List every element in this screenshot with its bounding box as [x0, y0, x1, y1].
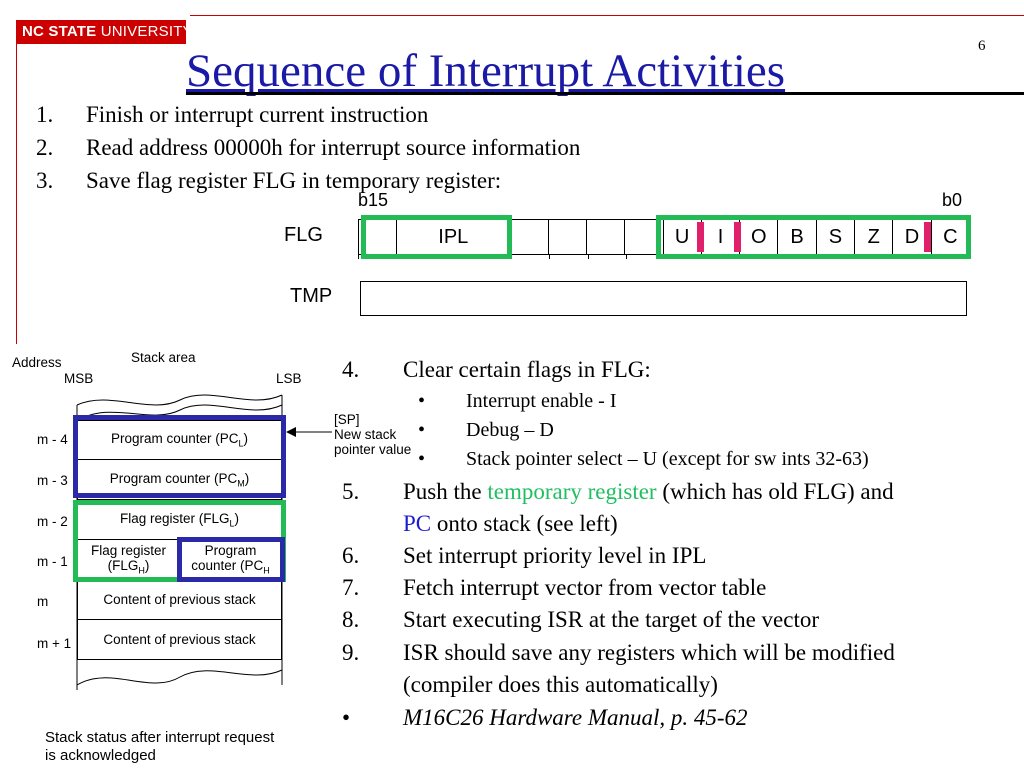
bullet-stack-pointer: •Stack pointer select – U (except for sw…: [418, 448, 869, 470]
stack-row-prev-2: Content of previous stack: [77, 620, 282, 660]
tmp-register: [360, 281, 967, 316]
pc-stack-highlight: [73, 415, 286, 498]
sp-arrow-icon: [286, 427, 332, 437]
university-logo: NC STATE UNIVERSITY: [16, 20, 193, 44]
flg-bit-15: [359, 220, 398, 254]
pch-stack-highlight: [177, 537, 285, 582]
left-rule: [16, 44, 17, 344]
flag-o: O: [740, 220, 779, 254]
flg-bit-10: [549, 220, 587, 254]
flg-bit-11: [510, 220, 549, 254]
u-marker: [697, 222, 704, 252]
flg-bit-8: [625, 220, 664, 254]
step-7: 7.Fetch interrupt vector from vector tab…: [342, 575, 767, 600]
tmp-label: TMP: [290, 285, 333, 307]
step-5: 5.Push the temporary register (which has…: [342, 479, 894, 504]
lsb-label: LSB: [276, 371, 302, 386]
manual-reference: •M16C26 Hardware Manual, p. 45-62: [342, 705, 748, 730]
addr-m-2: m - 2: [37, 514, 68, 529]
step-8: 8.Start executing ISR at the target of t…: [342, 607, 819, 632]
address-header: Address: [12, 355, 62, 370]
step-3: 3.Save flag register FLG in temporary re…: [36, 168, 502, 193]
flag-z: Z: [855, 220, 894, 254]
d-marker: [924, 222, 931, 252]
step-2: 2.Read address 00000h for interrupt sour…: [36, 135, 581, 160]
flag-d: D: [893, 220, 932, 254]
addr-m-4: m - 4: [37, 432, 68, 447]
flg-bit-9: [587, 220, 626, 254]
msb-label: MSB: [64, 371, 94, 386]
step-9-cont: (compiler does this automatically): [403, 672, 718, 697]
bit-15-label: b15: [358, 190, 389, 210]
step-1: 1.Finish or interrupt current instructio…: [36, 102, 429, 127]
bullet-debug: •Debug – D: [418, 419, 554, 441]
flags-highlight-box: [656, 215, 971, 259]
addr-m-1: m - 1: [37, 554, 68, 569]
bullet-interrupt-enable: •Interrupt enable - I: [418, 390, 617, 412]
i-marker: [734, 222, 741, 252]
slide-title: Sequence of Interrupt Activities: [186, 45, 786, 97]
step-9: 9.ISR should save any registers which wi…: [342, 640, 895, 665]
step-6: 6.Set interrupt priority level in IPL: [342, 543, 707, 568]
bit-0-label: b0: [942, 190, 963, 210]
addr-m-plus-1: m + 1: [37, 636, 72, 651]
addr-m-3: m - 3: [37, 473, 68, 488]
step-4: 4.Clear certain flags in FLG:: [342, 357, 651, 382]
stack-area-header: Stack area: [131, 350, 196, 365]
addr-m: m: [37, 594, 49, 609]
step-5-cont: PC onto stack (see left): [403, 511, 618, 536]
flg-label: FLG: [284, 224, 323, 246]
top-rule: [190, 15, 1024, 16]
stack-row-prev-1: Content of previous stack: [77, 580, 282, 620]
title-rule: [186, 92, 1024, 95]
flag-s: S: [817, 220, 856, 254]
flag-b: B: [778, 220, 817, 254]
flag-c: C: [943, 225, 958, 248]
ipl-highlight-box: [361, 215, 512, 259]
slide-number: 6: [978, 38, 986, 54]
